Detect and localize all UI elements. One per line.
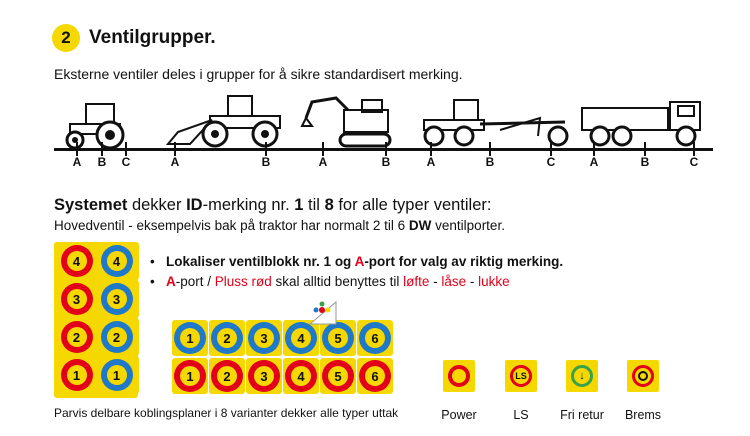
port-number: 3: [106, 289, 127, 309]
axle-label: C: [689, 155, 699, 169]
port-number: 3: [66, 289, 87, 309]
axle-label: B: [381, 155, 391, 169]
axle-tick: [385, 142, 387, 156]
step-badge: 2: [52, 24, 80, 52]
strip-blue-4: 4: [283, 320, 319, 356]
strip-red-2: 2: [209, 358, 245, 394]
strip-red-3: 3: [246, 358, 282, 394]
free-return-icon: ↓: [566, 360, 598, 392]
port-number: 3: [254, 328, 274, 348]
label-red-4: 4: [54, 242, 99, 280]
axle-label: C: [121, 155, 131, 169]
excavator-icon: [300, 96, 392, 148]
axle-label: A: [589, 155, 599, 169]
axle-tick: [693, 142, 695, 156]
truck-icon: [581, 101, 701, 147]
wheel-loader-icon: [165, 95, 281, 148]
label-blue-3: 3: [94, 280, 139, 318]
port-number: 1: [180, 366, 200, 386]
port-number: 4: [291, 366, 311, 386]
axle-baseline: [54, 148, 713, 151]
page-title: Ventilgrupper.: [89, 27, 216, 48]
axle-tick: [644, 142, 646, 156]
ls-icon: LS: [505, 360, 537, 392]
strip-red-5: 5: [320, 358, 356, 394]
axle-tick: [550, 142, 552, 156]
axle-label: B: [640, 155, 650, 169]
strip-blue-1: 1: [172, 320, 208, 356]
strip-blue-5: 5: [320, 320, 356, 356]
label-blue-4: 4: [94, 242, 139, 280]
power-ring-icon: [443, 360, 475, 392]
port-number: 2: [66, 327, 87, 347]
port-number: 5: [328, 366, 348, 386]
axle-label: A: [426, 155, 436, 169]
port-number: 6: [365, 366, 385, 386]
port-number: 1: [180, 328, 200, 348]
bullet-2: •A-port / Pluss rød skal alltid benyttes…: [150, 274, 510, 289]
label-red-1: 1: [54, 356, 99, 394]
system-heading: Systemet dekker ID-merking nr. 1 til 8 f…: [54, 196, 492, 214]
port-number: 3: [254, 366, 274, 386]
peel-corner-icon: [308, 300, 337, 325]
tractor-icon: [65, 103, 125, 150]
axle-tick: [101, 142, 103, 156]
legend-label-ls: LS: [513, 408, 529, 422]
axle-label: C: [546, 155, 556, 169]
axle-label: B: [261, 155, 271, 169]
axle-tick: [489, 142, 491, 156]
port-number: 1: [106, 365, 127, 385]
port-number: 6: [365, 328, 385, 348]
label-red-3: 3: [54, 280, 99, 318]
bullet-1: •Lokaliser ventilblokk nr. 1 og A-port f…: [150, 254, 564, 269]
caption: Parvis delbare koblingsplaner i 8 varian…: [54, 406, 399, 420]
axle-label: B: [97, 155, 107, 169]
port-number: 5: [328, 328, 348, 348]
axle-label: A: [72, 155, 82, 169]
port-number: 4: [66, 251, 87, 271]
legend-label-power: Power: [441, 408, 477, 422]
system-subtext: Hovedventil - eksempelvis bak på traktor…: [54, 218, 505, 233]
strip-red-6: 6: [357, 358, 393, 394]
axle-tick: [76, 142, 78, 156]
axle-label: B: [485, 155, 495, 169]
port-number: 2: [217, 328, 237, 348]
label-red-2: 2: [54, 318, 99, 356]
label-blue-1: 1: [94, 356, 139, 394]
port-number: 4: [106, 251, 127, 271]
axle-label: A: [170, 155, 180, 169]
intro-text: Eksterne ventiler deles i grupper for å …: [54, 66, 463, 82]
strip-red-4: 4: [283, 358, 319, 394]
axle-tick: [322, 142, 324, 156]
axle-label: A: [318, 155, 328, 169]
strip-blue-2: 2: [209, 320, 245, 356]
port-number: 4: [291, 328, 311, 348]
strip-blue-6: 6: [357, 320, 393, 356]
brake-icon: [627, 360, 659, 392]
axle-tick: [593, 142, 595, 156]
legend-label-brems: Brems: [624, 408, 662, 422]
axle-tick: [265, 142, 267, 156]
axle-tick: [430, 142, 432, 156]
label-blue-2: 2: [94, 318, 139, 356]
port-number: 1: [66, 365, 87, 385]
legend-label-fri-retur: Fri retur: [560, 408, 604, 422]
port-number: 2: [217, 366, 237, 386]
bullet-list: •Lokaliser ventilblokk nr. 1 og A-port f…: [150, 252, 563, 292]
grader-icon: [423, 99, 569, 147]
strip-red-1: 1: [172, 358, 208, 394]
strip-blue-3: 3: [246, 320, 282, 356]
axle-tick: [125, 142, 127, 156]
axle-tick: [174, 142, 176, 156]
port-number: 2: [106, 327, 127, 347]
